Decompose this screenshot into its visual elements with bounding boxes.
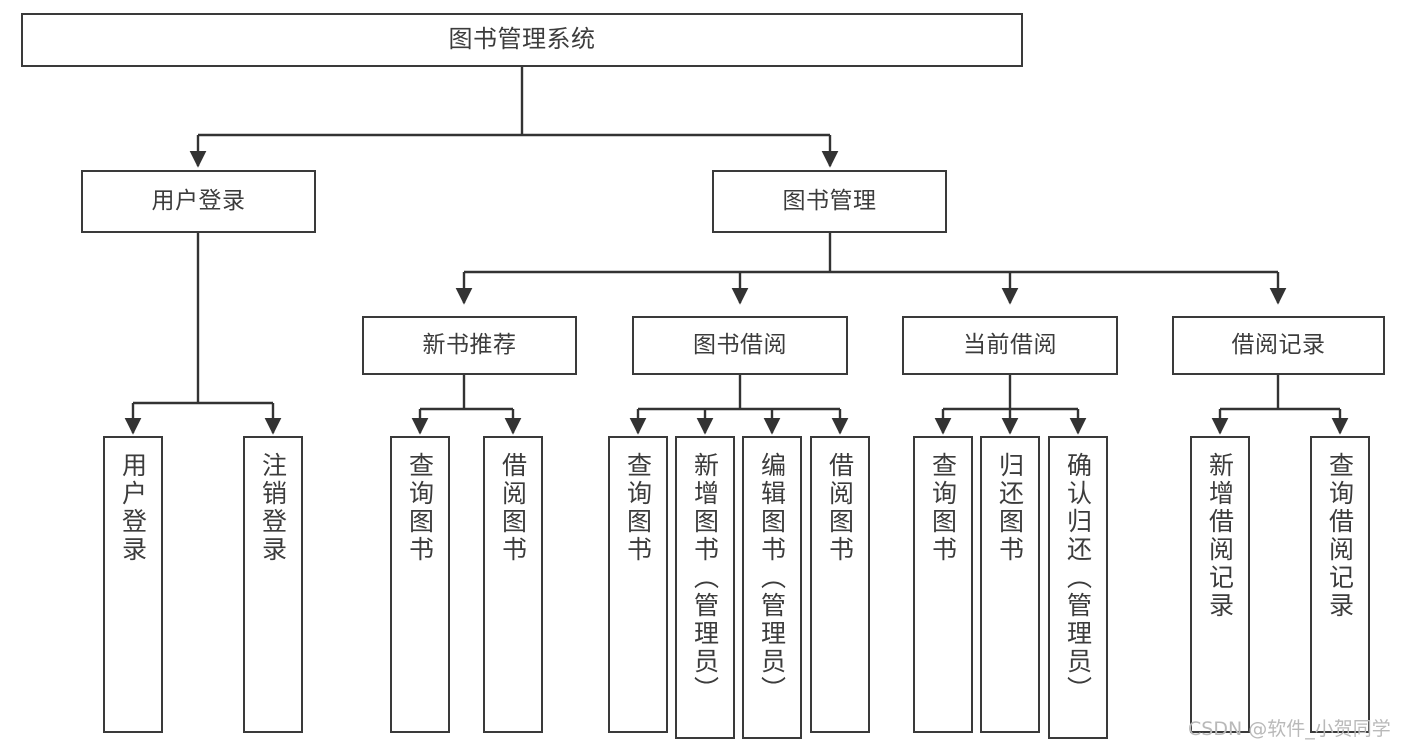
node-leaf-return-book-label: 归还图书 bbox=[995, 452, 1025, 564]
node-leaf-user-login-label: 用户登录 bbox=[118, 452, 148, 564]
node-leaf-borrow-book-1-label: 借阅图书 bbox=[498, 452, 528, 564]
watermark-text: CSDN @软件_小贺同学 bbox=[1188, 718, 1391, 740]
node-current-borrow-label: 当前借阅 bbox=[963, 332, 1057, 359]
node-user-login[interactable]: 用户登录 bbox=[81, 170, 316, 233]
node-leaf-add-book-label: 新增图书（管理员） bbox=[690, 452, 720, 704]
node-book-manage-label: 图书管理 bbox=[782, 188, 877, 215]
node-new-book-rec-label: 新书推荐 bbox=[422, 332, 517, 359]
node-book-borrow-label: 图书借阅 bbox=[693, 332, 787, 359]
node-root-label: 图书管理系统 bbox=[448, 25, 596, 54]
node-leaf-borrow-book-2-label: 借阅图书 bbox=[825, 452, 855, 564]
node-root[interactable]: 图书管理系统 bbox=[21, 13, 1023, 67]
node-leaf-query-book-1[interactable]: 查询图书 bbox=[390, 436, 450, 733]
node-leaf-query-record-label: 查询借阅记录 bbox=[1325, 452, 1355, 620]
node-leaf-edit-book-label: 编辑图书（管理员） bbox=[757, 452, 787, 704]
node-leaf-add-record[interactable]: 新增借阅记录 bbox=[1190, 436, 1250, 733]
node-book-manage[interactable]: 图书管理 bbox=[712, 170, 947, 233]
node-leaf-query-record[interactable]: 查询借阅记录 bbox=[1310, 436, 1370, 733]
node-borrow-record[interactable]: 借阅记录 bbox=[1172, 316, 1385, 375]
node-leaf-logout-label: 注销登录 bbox=[258, 452, 288, 564]
node-borrow-record-label: 借阅记录 bbox=[1231, 332, 1326, 359]
node-user-login-label: 用户登录 bbox=[151, 188, 246, 215]
node-leaf-add-record-label: 新增借阅记录 bbox=[1205, 452, 1235, 620]
node-leaf-borrow-book-1[interactable]: 借阅图书 bbox=[483, 436, 543, 733]
node-leaf-confirm-return-label: 确认归还（管理员） bbox=[1063, 452, 1093, 704]
node-leaf-query-book-1-label: 查询图书 bbox=[405, 452, 435, 564]
node-leaf-add-book[interactable]: 新增图书（管理员） bbox=[675, 436, 735, 739]
node-current-borrow[interactable]: 当前借阅 bbox=[902, 316, 1118, 375]
node-leaf-user-login[interactable]: 用户登录 bbox=[103, 436, 163, 733]
node-leaf-query-book-2[interactable]: 查询图书 bbox=[608, 436, 668, 733]
node-leaf-query-book-2-label: 查询图书 bbox=[623, 452, 653, 564]
node-leaf-return-book[interactable]: 归还图书 bbox=[980, 436, 1040, 733]
node-leaf-confirm-return[interactable]: 确认归还（管理员） bbox=[1048, 436, 1108, 739]
node-leaf-logout[interactable]: 注销登录 bbox=[243, 436, 303, 733]
node-leaf-borrow-book-2[interactable]: 借阅图书 bbox=[810, 436, 870, 733]
node-book-borrow[interactable]: 图书借阅 bbox=[632, 316, 848, 375]
node-leaf-query-book-3-label: 查询图书 bbox=[928, 452, 958, 564]
node-leaf-query-book-3[interactable]: 查询图书 bbox=[913, 436, 973, 733]
node-leaf-edit-book[interactable]: 编辑图书（管理员） bbox=[742, 436, 802, 739]
node-new-book-rec[interactable]: 新书推荐 bbox=[362, 316, 577, 375]
